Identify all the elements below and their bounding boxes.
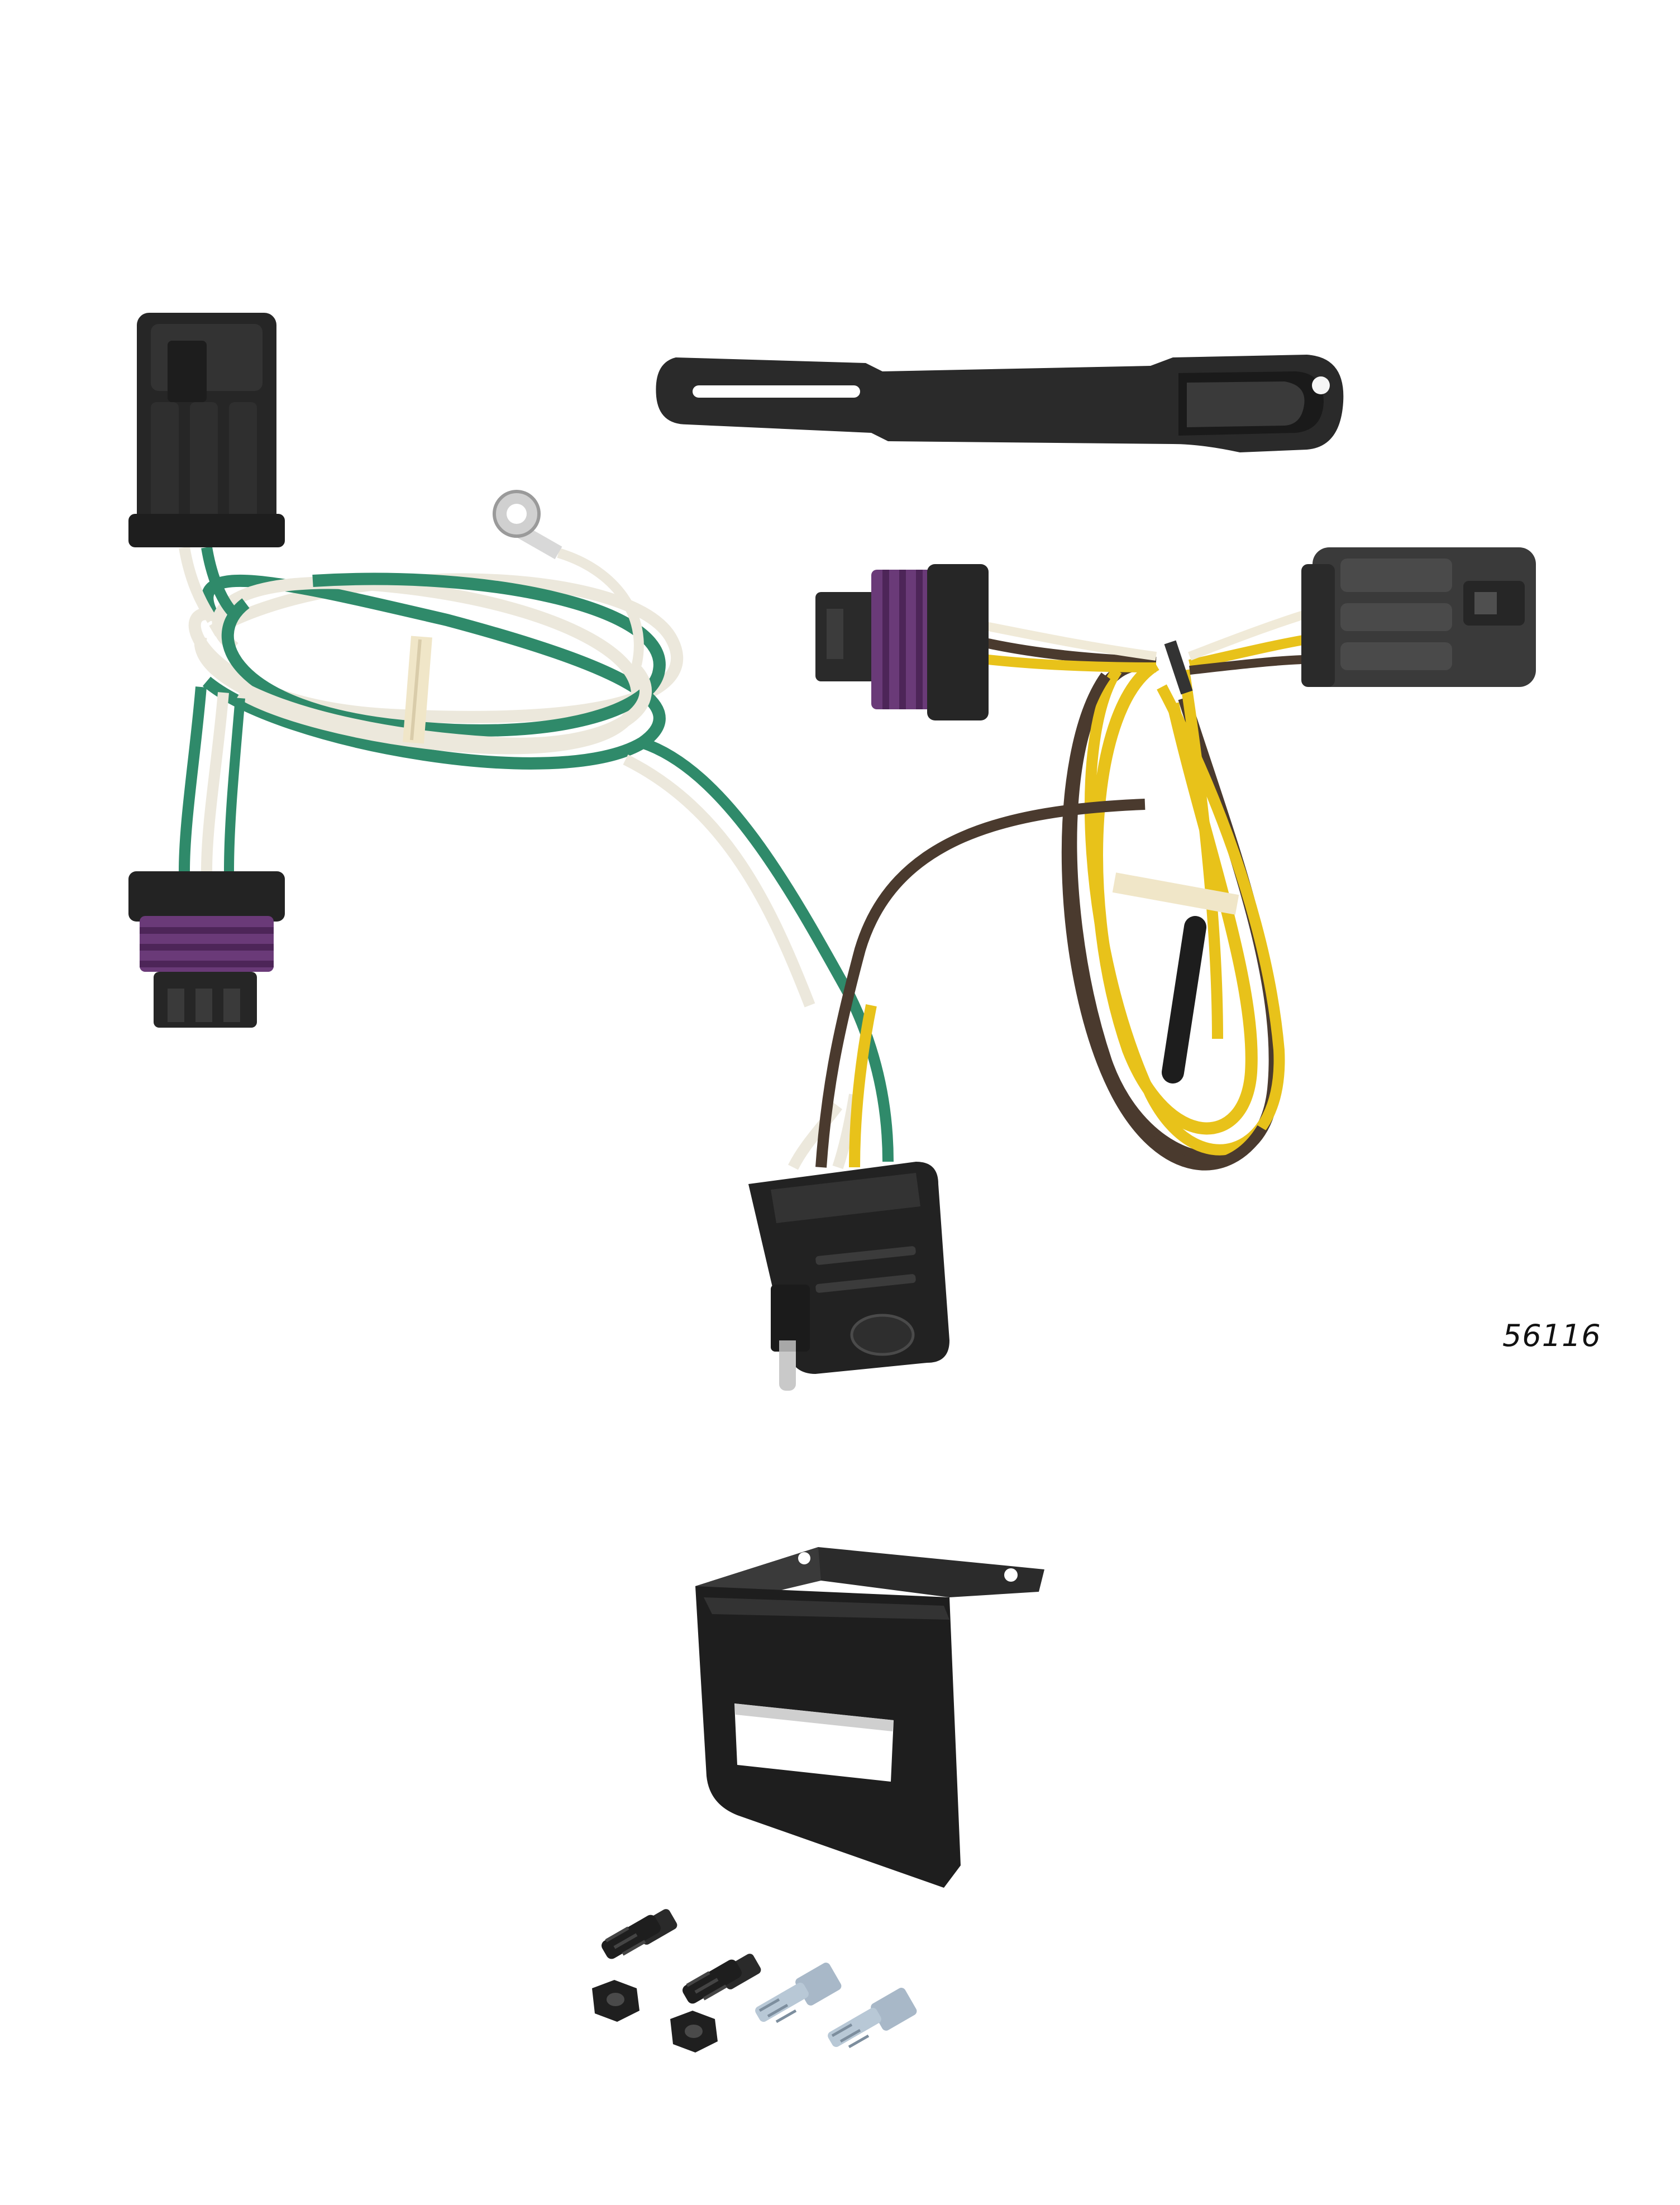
mounting-strap bbox=[656, 355, 1344, 452]
harness-connector-right-purple bbox=[815, 564, 989, 720]
hardware-kit bbox=[592, 1909, 917, 2053]
lock-nut bbox=[670, 2011, 718, 2053]
harness-connector-top-left bbox=[128, 313, 285, 547]
wiring-harness-green-white bbox=[179, 490, 894, 1170]
bolt bbox=[602, 1909, 677, 1959]
mounting-bracket bbox=[695, 1547, 1044, 1888]
harness-connector-bottom-left bbox=[128, 871, 285, 1028]
bolt bbox=[682, 1954, 761, 2004]
self-tapping-screw bbox=[755, 1963, 842, 2023]
4-way-flat-connector bbox=[748, 1162, 949, 1391]
self-tapping-screw bbox=[828, 1988, 917, 2049]
harness-connector-right-grey bbox=[1301, 547, 1536, 687]
lock-nut bbox=[592, 1980, 639, 2022]
part-number: 56116 bbox=[1502, 1318, 1601, 1353]
